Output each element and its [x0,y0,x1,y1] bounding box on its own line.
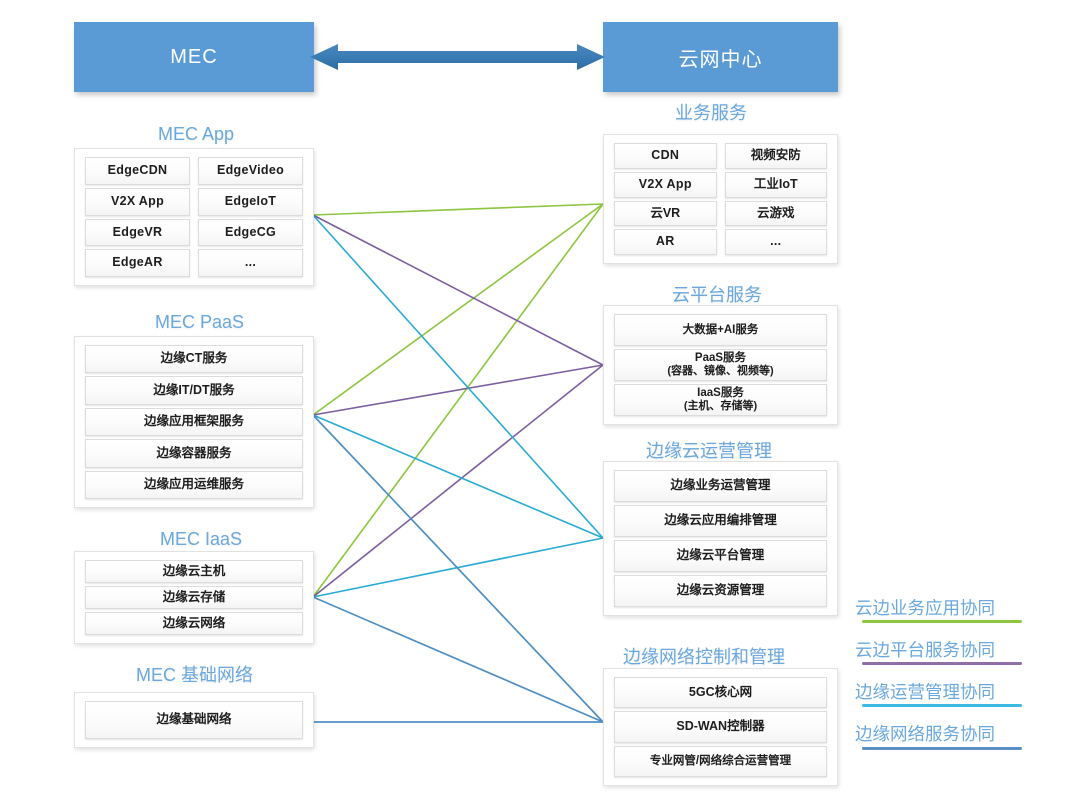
panel-mec-iaas: 边缘云主机边缘云存储边缘云网络 [74,551,314,644]
header-box-cloud-center: 云网中心 [603,22,838,92]
mec-app-item[interactable]: EdgeIoT [198,187,303,216]
business-service-item[interactable]: 云游戏 [724,200,827,227]
legend-item-color-rule [862,662,1022,666]
cloud-platform-service-item-line2: (主机、存储等) [683,400,758,413]
legend-item-label: 边缘运营管理协同 [855,682,995,703]
business-service-item[interactable]: AR [614,229,717,255]
mec-paas-item[interactable]: 边缘IT/DT服务 [85,376,303,405]
mec-iaas-item[interactable]: 边缘云网络 [85,612,303,635]
connector-line-purple [312,214,604,366]
mec-app-item[interactable]: EdgeCG [198,218,303,247]
cloud-platform-service-item-line2: (容器、镜像、视频等) [667,365,774,378]
panel-mec-paas: 边缘CT服务边缘IT/DT服务边缘应用框架服务边缘容器服务边缘应用运维服务 [74,336,314,508]
mec-app-item[interactable]: ... [198,249,303,277]
connector-line-cyan [312,537,604,598]
edge-cloud-ops-item[interactable]: 边缘业务运营管理 [614,470,827,502]
panel-edge-cloud-ops: 边缘业务运营管理边缘云应用编排管理边缘云平台管理边缘云资源管理 [603,461,838,616]
edge-cloud-ops-item[interactable]: 边缘云平台管理 [614,540,827,572]
legend: 云边业务应用协同云边平台服务协同边缘运营管理协同边缘网络服务协同 [855,598,1070,767]
group-title-mec-iaas: MEC IaaS [160,529,243,549]
cloud-platform-service-item-line1: PaaS服务 [694,351,747,364]
edge-network-control-item[interactable]: SD-WAN控制器 [614,711,827,743]
legend-item-label: 云边平台服务协同 [855,640,995,661]
mec-iaas-item[interactable]: 边缘云主机 [85,560,303,583]
connector-line-cyan [312,214,604,539]
legend-item-label: 云边业务应用协同 [855,598,995,618]
legend-item: 云边平台服务协同 [855,640,1070,666]
mec-app-item[interactable]: EdgeVR [85,218,190,247]
cloud-platform-service-item[interactable]: 大数据+AI服务 [614,314,827,346]
cloud-platform-service-item-line1: IaaS服务 [697,386,744,399]
legend-item-color-rule [862,704,1022,708]
legend-item: 云边业务应用协同 [855,598,1070,624]
group-title-cloud-platform: 云平台服务 [672,285,762,305]
connector-line-green [312,203,604,216]
cloud-platform-service-item[interactable]: PaaS服务(容器、镜像、视频等) [614,348,827,381]
legend-item: 边缘运营管理协同 [855,682,1070,708]
legend-item-label: 边缘网络服务协同 [855,724,995,745]
business-service-item[interactable]: CDN [614,143,717,169]
connector-line-purple [312,364,604,598]
header-box-cloud-center-label: 云网中心 [678,48,763,71]
group-title-edge-network-control: 边缘网络控制和管理 [623,647,785,667]
mec-app-item[interactable]: EdgeAR [85,249,190,277]
edge-cloud-ops-item[interactable]: 边缘云资源管理 [614,575,827,607]
business-service-item[interactable]: 云VR [614,200,717,227]
panel-mec-base-net: 边缘基础网络 [74,692,314,748]
connector-line-green [312,203,604,598]
mec-paas-item[interactable]: 边缘应用框架服务 [85,407,303,437]
business-service-item[interactable]: 工业IoT [724,171,827,198]
business-service-item[interactable]: ... [724,229,827,255]
mec-paas-item[interactable]: 边缘CT服务 [85,345,303,374]
connector-line-blue [312,596,604,723]
mec-base-net-item[interactable]: 边缘基础网络 [85,701,303,739]
edge-cloud-ops-item[interactable]: 边缘云应用编排管理 [614,505,827,537]
group-title-business-service: 业务服务 [675,103,747,123]
legend-item: 边缘网络服务协同 [855,724,1070,750]
mec-paas-item[interactable]: 边缘容器服务 [85,439,303,468]
mec-app-item[interactable]: EdgeCDN [85,157,190,185]
connector-line-cyan [312,414,604,539]
group-title-mec-app: MEC App [158,124,235,144]
edge-network-control-item[interactable]: 专业网管/网络综合运营管理 [614,745,827,777]
mec-app-item[interactable]: EdgeVideo [198,157,303,185]
group-title-mec-paas: MEC PaaS [155,312,245,332]
legend-item-color-rule [862,746,1022,750]
legend-item-color-rule [862,620,1022,624]
connector-line-green [312,203,604,416]
edge-network-control-item[interactable]: 5GC核心网 [614,677,827,709]
connector-line-purple [312,364,604,416]
group-title-edge-cloud-ops: 边缘云运营管理 [646,441,772,461]
panel-business-service: CDN 视频安防 V2X App 工业IoT 云VR 云游戏 AR... [603,134,838,264]
connector-line-blue [312,414,604,723]
bidirectional-arrow-icon [310,44,605,70]
mec-iaas-item[interactable]: 边缘云存储 [85,586,303,609]
mec-app-item[interactable]: V2X App [85,187,190,216]
cloud-platform-service-item-line1: 大数据+AI服务 [682,323,759,336]
header-box-mec-label: MEC [170,45,218,68]
group-title-mec-base-net: MEC 基础网络 [136,665,253,685]
mec-paas-item[interactable]: 边缘应用运维服务 [85,470,303,500]
business-service-item[interactable]: 视频安防 [724,143,827,169]
header-box-mec: MEC [74,22,314,92]
business-service-item[interactable]: V2X App [614,171,717,198]
cloud-platform-service-item[interactable]: IaaS服务(主机、存储等) [614,383,827,416]
